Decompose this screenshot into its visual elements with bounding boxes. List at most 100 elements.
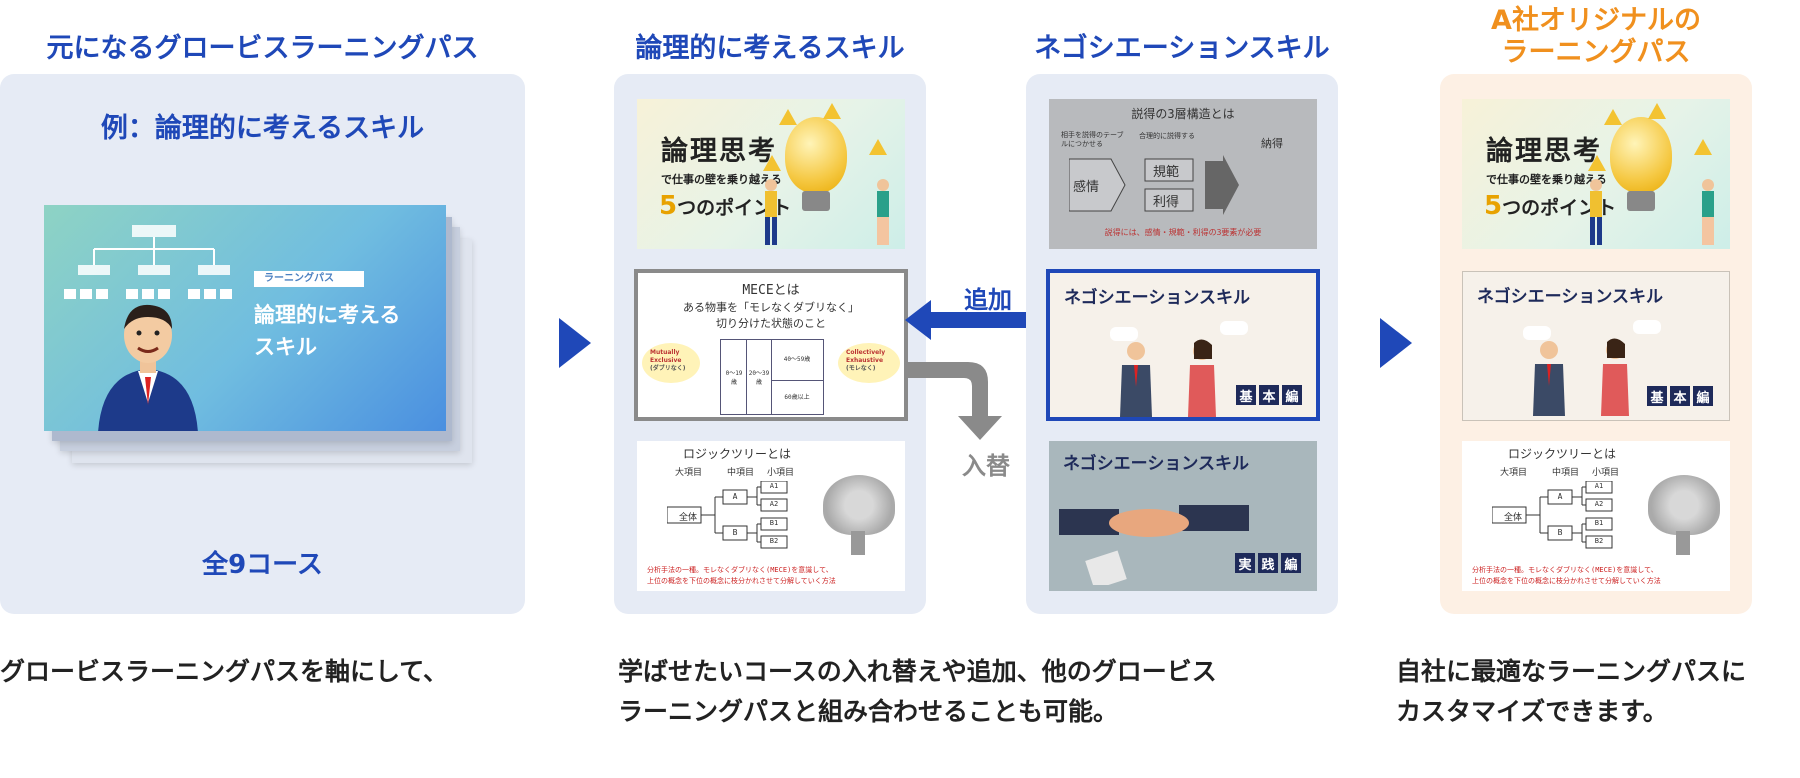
custom-lightbulb-base xyxy=(1627,191,1655,211)
nego-practice-title: ネゴシエーションスキル xyxy=(1063,454,1249,474)
custom-lightbulb-icon xyxy=(1610,117,1672,193)
logic-title: 論理思考 xyxy=(661,136,777,167)
tree-mid-b: B xyxy=(732,528,738,537)
logical-skill-heading: 論理的に考えるスキル xyxy=(635,33,905,64)
tree-mid-a: A xyxy=(732,492,738,501)
tree-diagram xyxy=(667,481,788,549)
custom-negotiating-people-illustration xyxy=(1523,320,1661,416)
tree-root: 全体 xyxy=(678,513,697,523)
custom-logic-thumbnail: 論理思考 で仕事の壁を乗り越える 5つのポイント xyxy=(1462,99,1730,249)
caption-middle-line1: 学ばせたいコースの入れ替えや追加、他のグロービス xyxy=(618,657,1217,686)
persuade-result: 納得 xyxy=(1261,137,1283,150)
persuade-label-mid: 合理的に説得する xyxy=(1139,132,1195,140)
tree-col-large: 大項目 xyxy=(675,468,703,478)
lightbulb-base xyxy=(802,191,830,211)
replace-label: 入替 xyxy=(962,452,1010,480)
custom-tree-leaf-a2: A2 xyxy=(1594,500,1604,508)
card-title-line2: スキル xyxy=(254,335,317,359)
logic-tree-thumbnail: ロジックツリーとは 大項目 中項目 小項目 全体 A B A1 A2 B1 B2… xyxy=(637,441,905,591)
example-label: 例：論理的に考えるスキル xyxy=(100,113,425,144)
total-courses-label: 全9コース xyxy=(202,550,323,580)
logic-subtitle: で仕事の壁を乗り越える xyxy=(661,173,782,186)
persuade-label-left: 相手を説得のテーブルにつかせる xyxy=(1061,131,1124,148)
logic-thinking-thumbnail: 論理思考 で仕事の壁を乗り越える 5つのポイント xyxy=(637,99,905,249)
basic-badge: 基本編 xyxy=(1236,385,1302,405)
custom-logic-points: 5つのポイント xyxy=(1484,191,1617,221)
custom-logic-subtitle: で仕事の壁を乗り越える xyxy=(1486,173,1607,186)
original-path-panel: 例：論理的に考えるスキル xyxy=(0,74,525,614)
custom-people-illustration xyxy=(1590,179,1714,245)
number-flag-3 xyxy=(823,103,841,119)
mece-line2: 切り分けた状態のこと xyxy=(716,317,826,330)
custom-logic-title: 論理思考 xyxy=(1486,136,1602,167)
custom-number-flag-3 xyxy=(1648,103,1666,119)
custom-basic-badge: 基本編 xyxy=(1647,386,1713,406)
learning-path-card: ラーニングパス 論理的に考える スキル xyxy=(44,205,446,431)
negotiation-basic-thumbnail: ネゴシエーションスキル 基本編 xyxy=(1046,269,1320,421)
tree-col-mid: 中項目 xyxy=(727,468,755,478)
custom-tree-leaf-b2: B2 xyxy=(1594,537,1604,545)
add-label: 追加 xyxy=(964,286,1012,314)
mece-title: MECEとは xyxy=(742,283,800,298)
flow-arrow-1 xyxy=(559,318,591,368)
custom-tree-mid-b: B xyxy=(1557,528,1563,537)
caption-left: グロービスラーニングパスを軸にして、 xyxy=(0,657,449,686)
persuade-note: 説得には、感情・規範・利得の3要素が必要 xyxy=(1104,228,1262,237)
people-illustration xyxy=(765,179,889,245)
mece-thumbnail: MECEとは ある物事を「モレなくダブリなく」 切り分けた状態のこと Mutua… xyxy=(634,269,908,421)
tree-note-2: 上位の概念を下位の概念に枝分かれさせて分解していく方法 xyxy=(647,577,836,585)
negotiation-skill-heading: ネゴシエーションスキル xyxy=(1034,33,1330,64)
custom-tree-illustration xyxy=(1648,475,1720,535)
persuasion-structure-thumbnail: 説得の3層構造とは 相手を説得のテーブルにつかせる 合理的に説得する 納得 感情… xyxy=(1049,99,1317,249)
flow-arrow-2 xyxy=(1380,318,1412,368)
custom-tree-title: ロジックツリーとは xyxy=(1507,447,1616,461)
handshake-illustration xyxy=(1059,505,1249,585)
custom-number-flag-1 xyxy=(1694,139,1712,155)
tree-title: ロジックツリーとは xyxy=(682,447,791,461)
replace-arrow xyxy=(906,362,1002,440)
tree-leaf-a2: A2 xyxy=(769,500,779,508)
custom-tree-note-2: 上位の概念を下位の概念に枝分かれさせて分解していく方法 xyxy=(1472,577,1661,585)
tree-leaf-b2: B2 xyxy=(769,537,779,545)
custom-path-heading-line2: ラーニングパス xyxy=(1501,37,1691,68)
negotiating-people-illustration xyxy=(1110,321,1248,417)
mece-table: 0～19歳 20～39歳 40～59歳 60歳以上 xyxy=(720,339,824,415)
mece-line1: ある物事を「モレなくダブリなく」 xyxy=(683,301,859,314)
custom-tree-leaf-b1: B1 xyxy=(1594,519,1604,527)
custom-negotiation-thumbnail: ネゴシエーションスキル 基本編 xyxy=(1462,271,1730,421)
logic-points: 5つのポイント xyxy=(659,191,792,221)
lightbulb-icon xyxy=(785,117,847,193)
original-path-heading: 元になるグロービスラーニングパス xyxy=(46,33,479,64)
caption-right-line1: 自社に最適なラーニングパスに xyxy=(1396,657,1747,686)
custom-number-flag-2 xyxy=(1588,155,1606,171)
org-chart-graphic xyxy=(64,225,232,299)
persuade-title: 説得の3層構造とは xyxy=(1131,107,1235,121)
custom-nego-title: ネゴシエーションスキル xyxy=(1477,287,1663,307)
caption-middle-line2: ラーニングパスと組み合わせることも可能。 xyxy=(618,697,1119,726)
businessman-illustration xyxy=(98,304,198,431)
tree-leaf-a1: A1 xyxy=(769,482,779,490)
tree-col-small: 小項目 xyxy=(767,468,795,478)
caption-right-line2: カスタマイズできます。 xyxy=(1396,697,1668,726)
custom-tree-root: 全体 xyxy=(1503,513,1522,523)
custom-number-flag-4 xyxy=(1604,109,1622,125)
persuade-diagram xyxy=(1069,155,1239,215)
tree-leaf-b1: B1 xyxy=(769,519,779,527)
number-flag-1 xyxy=(869,139,887,155)
persuade-gain: 利得 xyxy=(1153,195,1180,210)
card-tag: ラーニングパス xyxy=(254,271,364,287)
custom-tree-note-1: 分析手法の一種。モレなくダブリなく(MECE)を意識して、 xyxy=(1472,566,1658,574)
custom-tree-col-mid: 中項目 xyxy=(1552,468,1580,478)
card-title-line1: 論理的に考える xyxy=(254,303,401,327)
tree-illustration xyxy=(823,475,895,535)
custom-tree-col-small: 小項目 xyxy=(1592,468,1620,478)
custom-tree-diagram xyxy=(1492,481,1613,549)
custom-tree-trunk xyxy=(1676,531,1690,555)
persuade-emotion: 感情 xyxy=(1073,180,1100,195)
custom-logic-tree-thumbnail: ロジックツリーとは 大項目 中項目 小項目 全体 A B A1 A2 B1 B2… xyxy=(1462,441,1730,591)
custom-tree-mid-a: A xyxy=(1557,492,1563,501)
add-arrow xyxy=(905,300,1055,340)
number-flag-2 xyxy=(763,155,781,171)
tree-note-1: 分析手法の一種。モレなくダブリなく(MECE)を意識して、 xyxy=(647,566,833,574)
